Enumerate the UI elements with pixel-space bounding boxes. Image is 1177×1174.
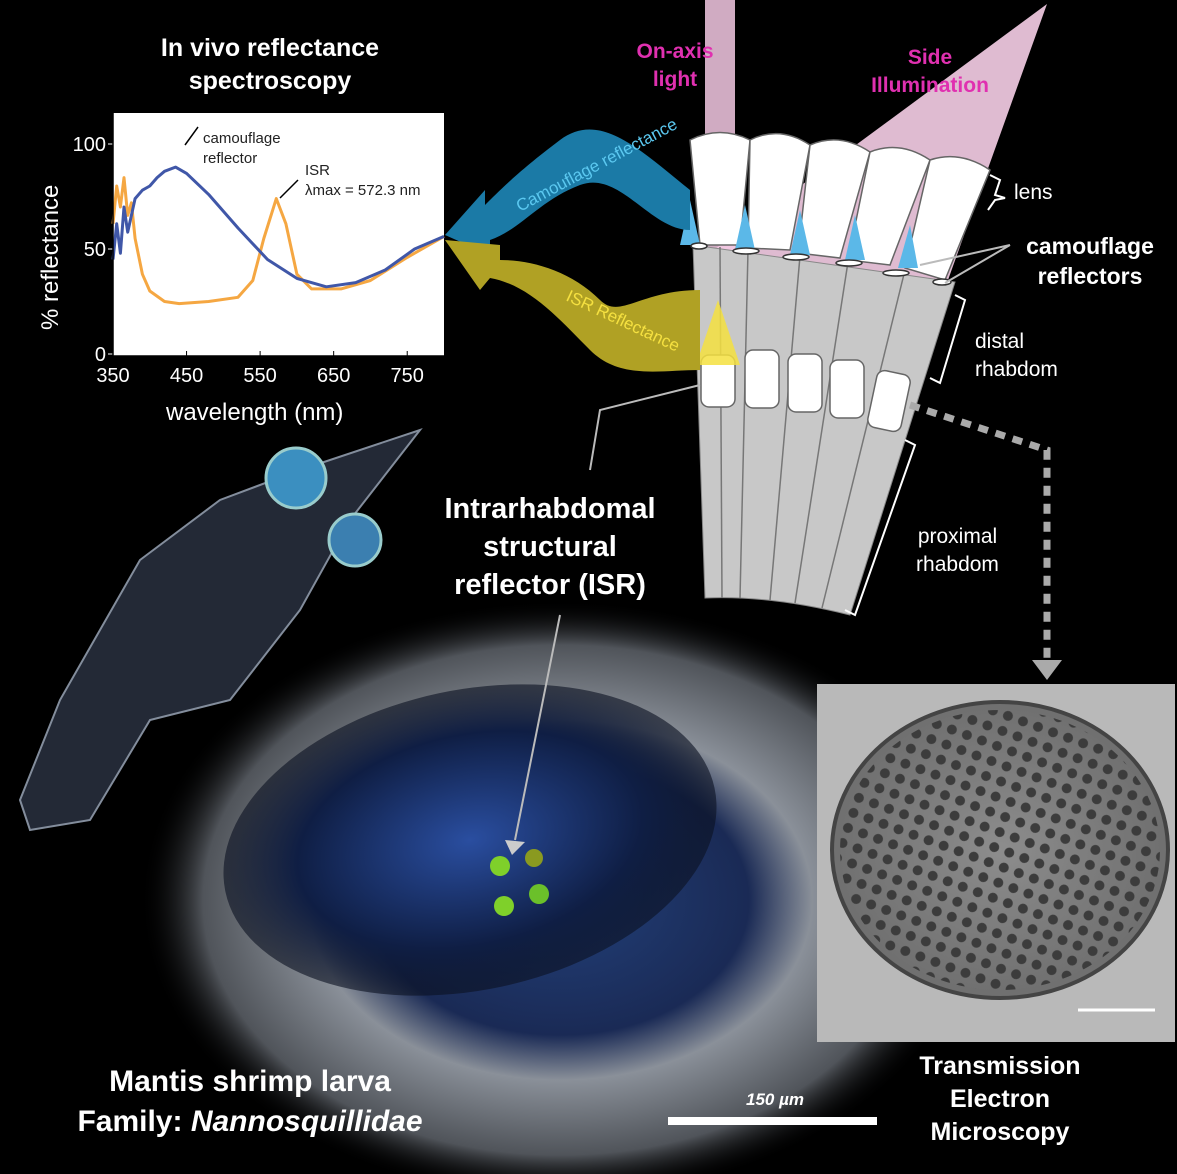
arrowhead-icon	[505, 840, 525, 855]
blue-arrow-icon	[735, 205, 755, 250]
lens	[797, 139, 871, 259]
larva-eye	[327, 512, 383, 568]
chart-title-line: spectroscopy	[188, 67, 352, 95]
larva-eye	[264, 446, 328, 510]
chart-title: In vivo reflectance spectroscopy	[120, 32, 420, 98]
camouflage-reflectors-label: camouflage reflectors	[1010, 231, 1170, 291]
lens	[847, 146, 931, 266]
proximal-rhabdom-label: proximal rhabdom	[905, 523, 1010, 579]
lens	[904, 155, 991, 281]
lens	[689, 131, 751, 246]
isr-dot	[529, 884, 549, 904]
x-axis-label: wavelength (nm)	[165, 399, 343, 426]
camouflage-reflectance-arrow	[445, 129, 690, 255]
blue-arrow-icon	[898, 225, 918, 268]
label-line: Microscopy	[930, 1118, 1070, 1146]
isr-block	[787, 353, 823, 413]
species-caption: Mantis shrimp larva Family: Nannosquilli…	[30, 1062, 470, 1142]
isr-dot	[490, 856, 510, 876]
distal-rhabdom-label: distal rhabdom	[975, 328, 1058, 384]
yellow-arrow-icon	[696, 300, 740, 365]
isr-photo-pointer	[514, 614, 561, 841]
distal-bracket	[929, 294, 967, 385]
tem-caption: Transmission Electron Microscopy	[895, 1050, 1105, 1149]
annot-camo: reflector	[203, 150, 257, 167]
on-axis-label: On-axis light	[620, 38, 730, 94]
label-line: distal	[975, 330, 1025, 353]
isr-reflectance-arrow	[445, 240, 700, 372]
side-illumination-label: Side Illumination	[855, 44, 1005, 100]
label-line: proximal	[917, 525, 998, 548]
label-line: Side	[907, 46, 953, 69]
chart-title-line: In vivo reflectance	[160, 34, 380, 62]
rhabdom-fan	[692, 244, 956, 616]
label-line: Illumination	[871, 74, 989, 97]
family-label: Family:	[77, 1105, 191, 1138]
label-line: Intrarhabdomal	[444, 493, 656, 525]
annotation-leader	[279, 179, 299, 199]
blue-arrow-icon	[790, 210, 810, 255]
camouflage-reflector	[882, 269, 910, 277]
isr-block	[867, 369, 911, 433]
tem-dotted-pointer	[908, 401, 1051, 665]
camouflage-reflector	[690, 242, 708, 250]
camouflage-reflector	[782, 253, 810, 261]
isr-dot	[525, 849, 543, 867]
label-line: reflector (ISR)	[454, 569, 646, 601]
tem-microvilli	[840, 710, 1160, 990]
family-name: Nannosquillidae	[190, 1105, 423, 1138]
series-line-isr	[111, 176, 445, 306]
camouflage-reflector	[932, 278, 952, 286]
isr-block	[829, 359, 865, 419]
proximal-bracket	[844, 439, 917, 617]
label-line: reflectors	[1037, 263, 1143, 289]
isr-block	[744, 349, 780, 409]
label-line: On-axis	[636, 40, 714, 63]
annot-isr: ISR	[305, 162, 330, 179]
y-axis-label: % reflectance	[37, 185, 64, 330]
family-line: Family: Nannosquillidae	[30, 1102, 470, 1142]
label-line: Transmission	[919, 1052, 1081, 1080]
scale-bar	[668, 1117, 877, 1125]
label-line: Electron	[949, 1085, 1051, 1113]
x-tick-label: 450	[170, 365, 203, 387]
eye-pupil	[223, 684, 717, 996]
lens	[747, 132, 811, 251]
x-tick-label: 650	[317, 365, 350, 387]
label-line: structural	[483, 531, 617, 563]
label-line: light	[652, 68, 698, 91]
camouflage-reflector	[835, 259, 863, 267]
scale-label: 150 µm	[746, 1090, 804, 1109]
isr-dot	[494, 896, 514, 916]
isr-label: Intrarhabdomal structural reflector (ISR…	[420, 490, 680, 604]
lens-label: lens	[1014, 181, 1053, 204]
annot-camo: camouflage	[203, 130, 281, 147]
label-line: rhabdom	[916, 553, 999, 576]
plot-area	[113, 113, 444, 356]
series-line-camouflage-reflector	[111, 165, 445, 289]
y-tick-label: 0	[95, 344, 106, 366]
camouflage-pointer	[919, 244, 1011, 284]
label-line: Mantis shrimp larva	[109, 1065, 391, 1098]
x-tick-label: 350	[96, 365, 129, 387]
annotation-leader	[184, 126, 199, 146]
blue-arrow-icon	[845, 215, 865, 260]
label-line: camouflage	[1026, 233, 1154, 259]
lens-bracket	[987, 174, 1006, 211]
annot-lmax: λmax = 572.3 nm	[305, 182, 420, 199]
x-tick-label: 550	[243, 365, 276, 387]
x-tick-label: 750	[391, 365, 424, 387]
arrowhead-icon	[1032, 660, 1062, 680]
y-tick-label: 50	[84, 239, 106, 261]
camouflage-reflector	[732, 247, 760, 255]
isr-pointer	[589, 384, 701, 471]
label-line: rhabdom	[975, 358, 1058, 381]
y-tick-label: 100	[73, 134, 106, 156]
